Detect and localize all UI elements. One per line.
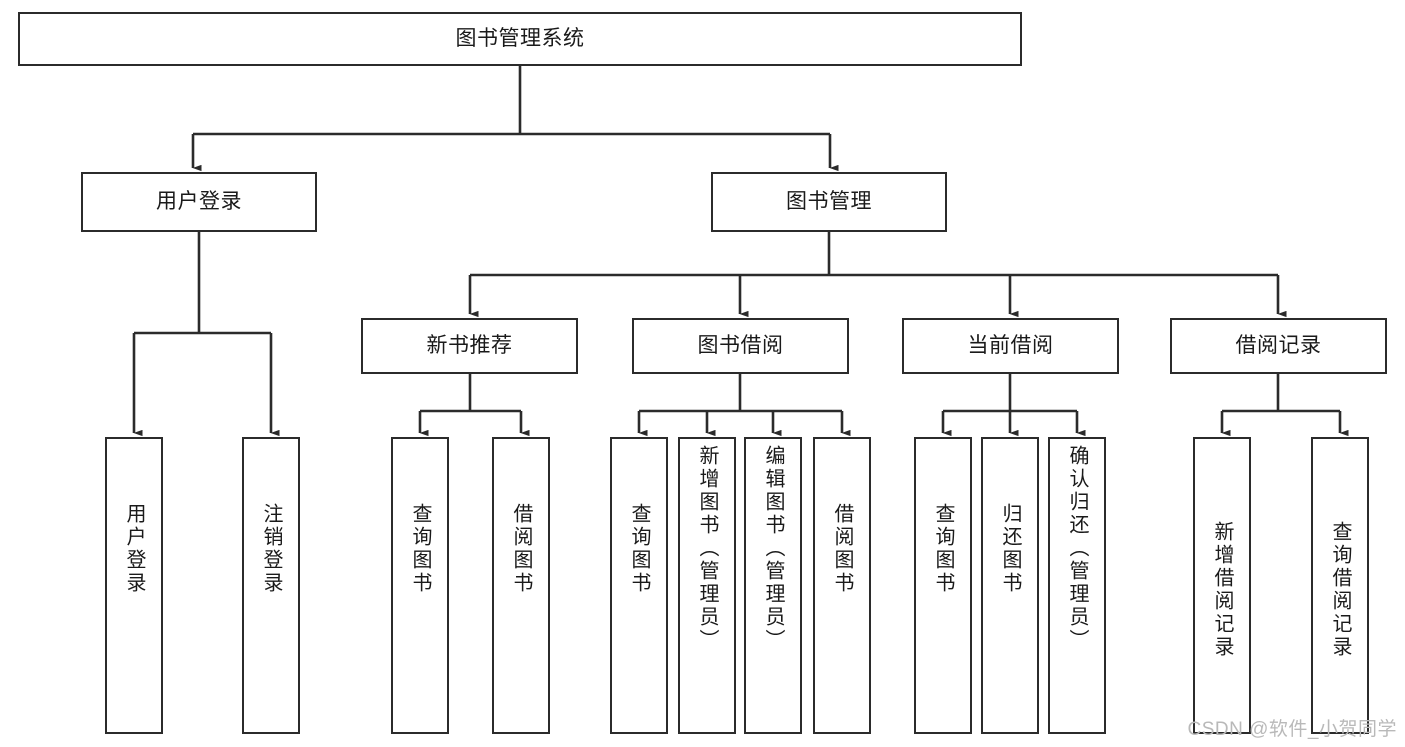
node-leaf-query-book-1-label: 查询图书 [409,503,431,595]
node-leaf-borrow-book-1-label: 借阅图书 [510,503,532,595]
node-leaf-add-book[interactable]: 新增图书（管理员） [678,437,736,734]
node-leaf-query-book-3-label: 查询图书 [932,503,954,595]
node-leaf-query-record[interactable]: 查询借阅记录 [1311,437,1369,734]
node-leaf-user-login[interactable]: 用户登录 [105,437,163,734]
node-book-borrow-label: 图书借阅 [697,333,784,357]
node-leaf-user-login-label: 用户登录 [123,503,145,595]
node-leaf-edit-book[interactable]: 编辑图书（管理员） [744,437,802,734]
node-leaf-query-book-3[interactable]: 查询图书 [914,437,972,734]
node-leaf-add-record-label: 新增借阅记录 [1211,521,1233,659]
node-borrow-record[interactable]: 借阅记录 [1170,318,1387,374]
node-current-borrow[interactable]: 当前借阅 [902,318,1119,374]
node-leaf-add-book-label: 新增图书（管理员） [696,445,718,652]
node-book-borrow[interactable]: 图书借阅 [632,318,849,374]
csdn-watermark: CSDN @软件_小贺同学 [1187,719,1397,740]
node-leaf-return-book[interactable]: 归还图书 [981,437,1039,734]
node-leaf-query-book-2-label: 查询图书 [628,503,650,595]
node-current-borrow-label: 当前借阅 [967,333,1054,357]
node-leaf-return-book-label: 归还图书 [999,503,1021,595]
node-leaf-user-logout-label: 注销登录 [260,503,282,595]
node-leaf-borrow-book-1[interactable]: 借阅图书 [492,437,550,734]
node-leaf-edit-book-label: 编辑图书（管理员） [762,445,784,652]
node-leaf-confirm-return-label: 确认归还（管理员） [1066,445,1088,652]
node-new-book-recommend-label: 新书推荐 [426,333,513,357]
node-book-manage[interactable]: 图书管理 [711,172,947,232]
node-leaf-borrow-book-2[interactable]: 借阅图书 [813,437,871,734]
node-root-label: 图书管理系统 [455,26,585,50]
node-leaf-borrow-book-2-label: 借阅图书 [831,503,853,595]
node-leaf-add-record[interactable]: 新增借阅记录 [1193,437,1251,734]
node-user-login[interactable]: 用户登录 [81,172,317,232]
node-leaf-query-book-2[interactable]: 查询图书 [610,437,668,734]
node-new-book-recommend[interactable]: 新书推荐 [361,318,578,374]
node-book-manage-label: 图书管理 [786,189,872,213]
node-user-login-label: 用户登录 [156,189,242,213]
node-leaf-confirm-return[interactable]: 确认归还（管理员） [1048,437,1106,734]
node-borrow-record-label: 借阅记录 [1235,333,1322,357]
node-root[interactable]: 图书管理系统 [18,12,1022,66]
node-leaf-query-book-1[interactable]: 查询图书 [391,437,449,734]
node-leaf-query-record-label: 查询借阅记录 [1329,521,1351,659]
node-leaf-user-logout[interactable]: 注销登录 [242,437,300,734]
